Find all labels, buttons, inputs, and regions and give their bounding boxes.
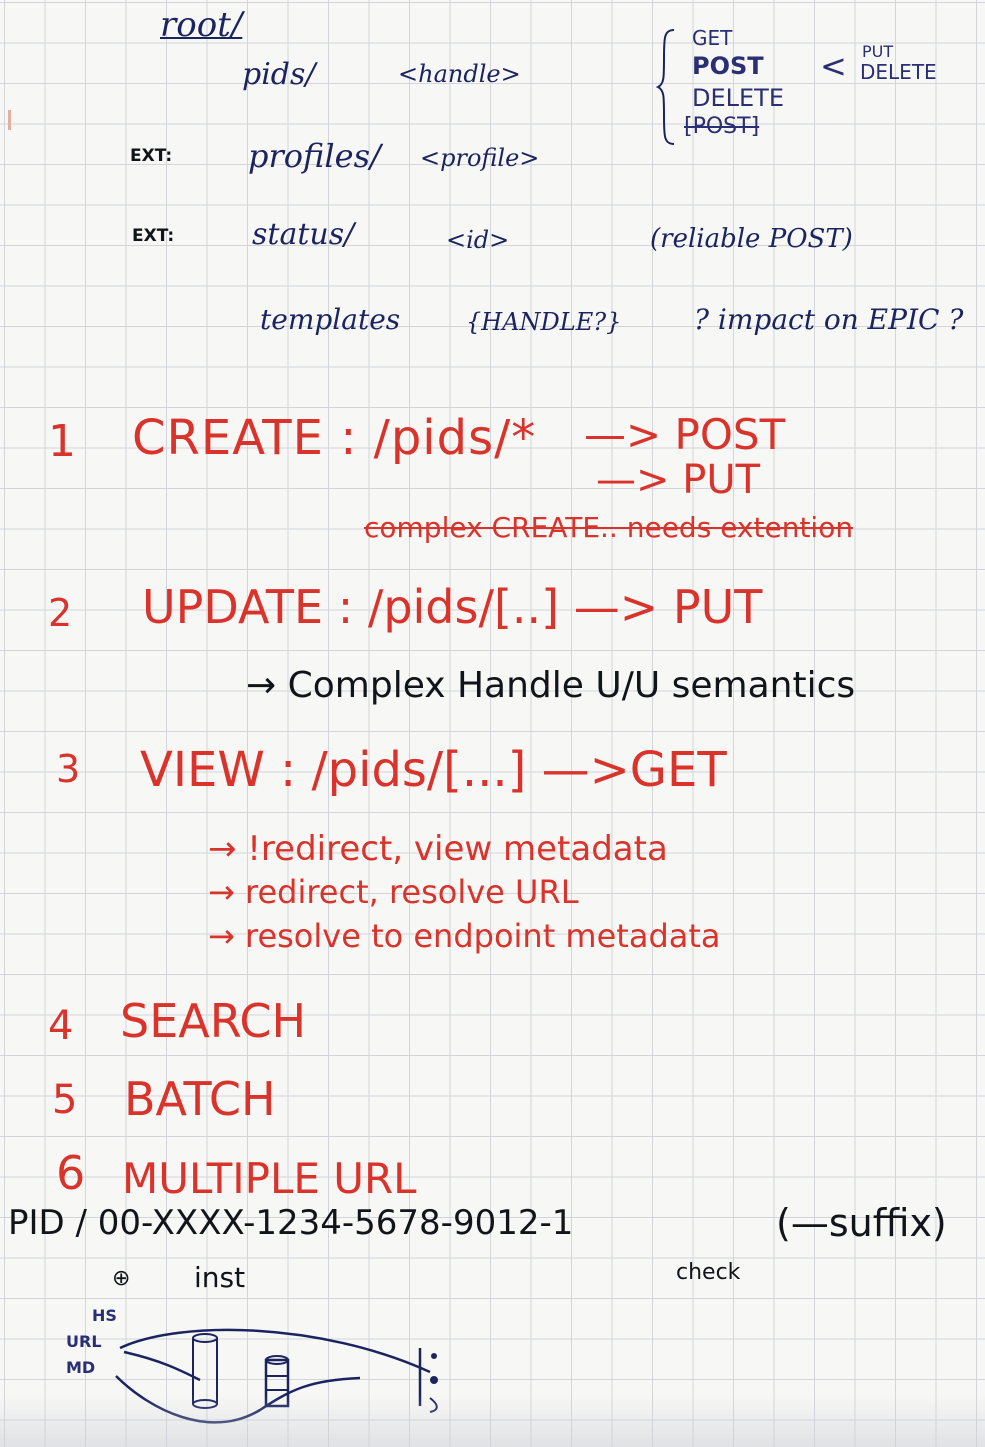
op-update-note: → Complex Handle U/U semantics bbox=[246, 665, 856, 706]
pid-label-00: ⊕ bbox=[112, 1266, 131, 1291]
id-label: <id> bbox=[446, 226, 510, 254]
methods-arrow: < bbox=[820, 47, 847, 85]
pid-format: PID / 00-XXXX-1234-5678-9012-1 bbox=[8, 1203, 574, 1243]
op-2-number: 2 bbox=[48, 591, 73, 635]
op-multiple-url: MULTIPLE URL bbox=[122, 1154, 417, 1203]
method-delete: DELETE bbox=[692, 84, 785, 112]
curly-brace-icon bbox=[656, 29, 675, 145]
profiles-label: profiles/ bbox=[248, 137, 381, 175]
sketch-label-url: URL bbox=[66, 1332, 102, 1351]
pid-label-inst: inst bbox=[194, 1261, 246, 1294]
profile-label: <profile> bbox=[420, 144, 540, 172]
op-create-put: —> PUT bbox=[596, 457, 761, 503]
op-view-sub-3: → resolve to endpoint metadata bbox=[208, 917, 721, 955]
ext-prefix-2: EXT: bbox=[132, 226, 175, 246]
op-1-number: 1 bbox=[48, 416, 76, 467]
op-create-post: —> POST bbox=[584, 410, 786, 459]
op-batch: BATCH bbox=[124, 1072, 276, 1126]
method-post-bracket: [POST] bbox=[684, 114, 760, 139]
op-4-number: 4 bbox=[48, 1003, 74, 1049]
op-5-number: 5 bbox=[52, 1077, 78, 1123]
root-label: root/ bbox=[160, 5, 243, 45]
sketch-label-hs: HS bbox=[92, 1306, 117, 1325]
handle-template-label: {HANDLE?} bbox=[466, 308, 622, 336]
epic-impact-note: ? impact on EPIC ? bbox=[694, 303, 964, 336]
op-view-sub-1: → !redirect, view metadata bbox=[208, 829, 668, 869]
method-get: GET bbox=[692, 26, 733, 50]
status-label: status/ bbox=[252, 217, 355, 252]
op-6-number: 6 bbox=[56, 1146, 86, 1200]
page-bottom-shadow bbox=[0, 1395, 985, 1447]
op-view-sub-2: → redirect, resolve URL bbox=[208, 873, 579, 911]
op-create: CREATE : /pids/* bbox=[132, 410, 537, 466]
method-delete-side: DELETE bbox=[860, 60, 937, 84]
method-put-side: PUT bbox=[862, 42, 894, 61]
ext-prefix-1: EXT: bbox=[130, 146, 173, 166]
sketch-label-md: MD bbox=[66, 1358, 96, 1377]
op-create-note: complex CREATE.. needs extention bbox=[364, 511, 854, 544]
reliable-post-note: (reliable POST) bbox=[650, 224, 853, 254]
pids-label: pids/ bbox=[242, 57, 316, 92]
op-update: UPDATE : /pids/[..] —> PUT bbox=[142, 580, 763, 634]
margin-mark bbox=[8, 110, 11, 130]
pid-suffix: (—suffix) bbox=[776, 1201, 947, 1245]
op-view: VIEW : /pids/[...] —>GET bbox=[140, 742, 727, 798]
pid-label-check: check bbox=[676, 1260, 741, 1285]
handle-label: <handle> bbox=[398, 60, 521, 88]
op-search: SEARCH bbox=[120, 994, 307, 1048]
method-post: POST bbox=[692, 52, 764, 80]
op-3-number: 3 bbox=[56, 747, 81, 791]
templates-label: templates bbox=[260, 303, 401, 336]
